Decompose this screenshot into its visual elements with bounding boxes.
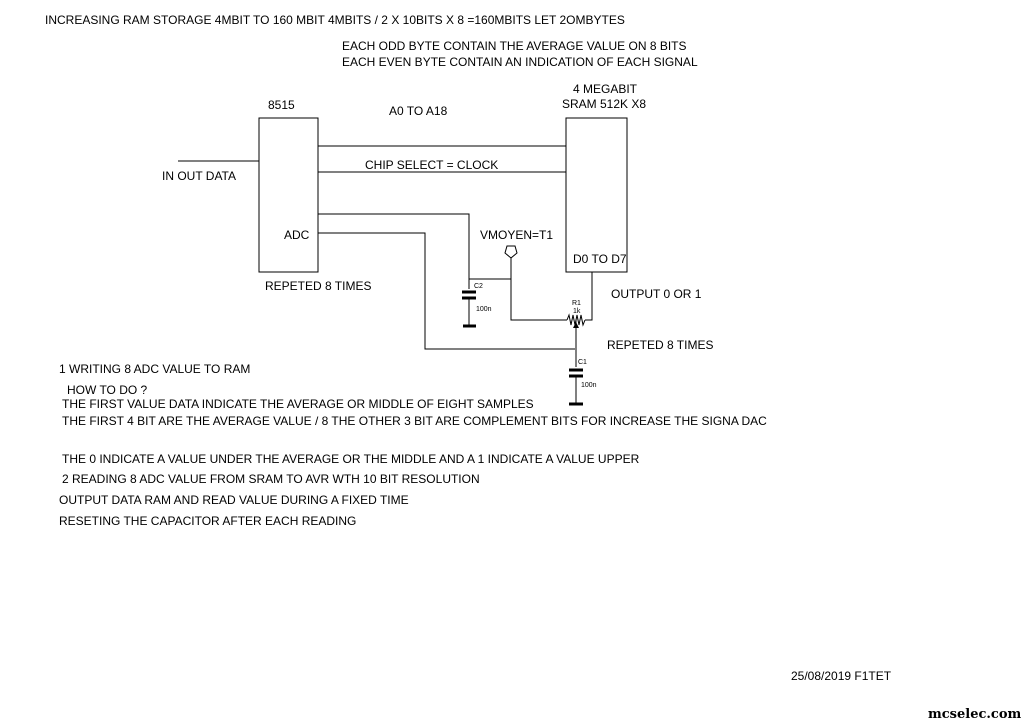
- sram-title: 4 MEGABIT: [573, 82, 638, 96]
- repeated-left-label: REPETED 8 TIMES: [265, 279, 372, 293]
- note-first-4-bit: THE FIRST 4 BIT ARE THE AVERAGE VALUE / …: [62, 414, 767, 428]
- vmoyen-probe-icon: [504, 245, 518, 259]
- r1-resistor-icon: [566, 313, 586, 327]
- sram-data-label: D0 TO D7: [573, 252, 627, 266]
- c1-name: C1: [578, 359, 587, 366]
- in-out-data-label: IN OUT DATA: [162, 169, 237, 183]
- address-bus-label: A0 TO A18: [389, 104, 448, 118]
- output-label: OUTPUT 0 OR 1: [611, 287, 702, 301]
- mcu-adc-label: ADC: [284, 228, 310, 242]
- page-title: INCREASING RAM STORAGE 4MBIT TO 160 MBIT…: [45, 13, 625, 27]
- r1-wiper-arrow-icon: [573, 322, 579, 328]
- adc-to-c1-wire: [318, 232, 575, 350]
- sram-subtitle: SRAM 512K X8: [562, 97, 647, 111]
- c2-value: 100n: [476, 306, 492, 313]
- sram-data-wire: [585, 272, 593, 321]
- note-how-to: HOW TO DO ?: [67, 383, 148, 397]
- note-zero-one: THE 0 INDICATE A VALUE UNDER THE AVERAGE…: [62, 452, 640, 466]
- note-writing: 1 WRITING 8 ADC VALUE TO RAM: [59, 362, 251, 376]
- note-output-data: OUTPUT DATA RAM AND READ VALUE DURING A …: [59, 493, 409, 507]
- even-byte-note: EACH EVEN BYTE CONTAIN AN INDICATION OF …: [342, 55, 698, 69]
- vmoyen-wire: [510, 258, 567, 321]
- odd-byte-note: EACH ODD BYTE CONTAIN THE AVERAGE VALUE …: [342, 39, 687, 53]
- repeated-right-label: REPETED 8 TIMES: [607, 338, 714, 352]
- adc-to-c2-wire: [318, 213, 470, 289]
- date-author: 25/08/2019 F1TET: [791, 669, 892, 683]
- vmoyen-label: VMOYEN=T1: [480, 228, 554, 242]
- c2-name: C2: [474, 283, 483, 290]
- watermark: mcselec.com: [928, 707, 1022, 722]
- r1-value: 1k: [573, 308, 581, 315]
- chip-select-label: CHIP SELECT = CLOCK: [365, 158, 499, 172]
- note-reseting: RESETING THE CAPACITOR AFTER EACH READIN…: [59, 514, 357, 528]
- mcu-label: 8515: [268, 98, 295, 112]
- mcu-8515-box: [258, 117, 319, 273]
- sram-box: [565, 117, 628, 273]
- note-reading: 2 READING 8 ADC VALUE FROM SRAM TO AVR W…: [62, 472, 480, 486]
- r1-name: R1: [572, 300, 581, 307]
- c1-value: 100n: [581, 382, 597, 389]
- note-first-value: THE FIRST VALUE DATA INDICATE THE AVERAG…: [62, 397, 534, 411]
